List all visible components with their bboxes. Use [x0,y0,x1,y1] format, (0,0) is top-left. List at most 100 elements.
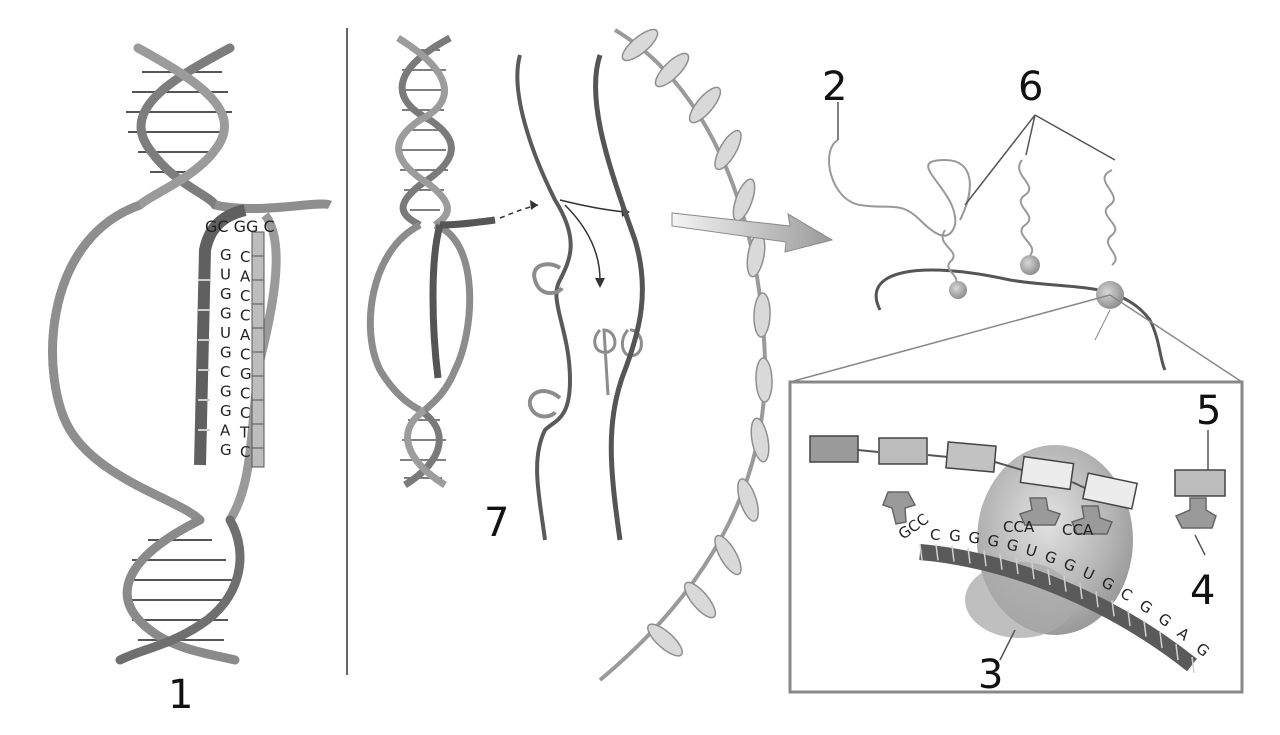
mrna-tick-10 [1079,583,1083,600]
dna-coding-strand-top [214,199,332,214]
rna-base-7: G [220,383,232,401]
label-1: 1 [168,672,193,718]
mrna-base-6: G [1042,547,1059,568]
arc-segment-12 [647,623,683,657]
mrna-tick-12 [1111,600,1115,617]
arc-segment-2 [688,86,722,124]
mrna-tick-7 [1031,563,1035,580]
dna-base-5: C [240,346,250,364]
dna-base-1: A [240,268,251,286]
rna-base-2: G [220,285,232,303]
dna-template-segments [251,231,265,468]
splice-arrow-1 [559,199,626,213]
mrna-tick-4 [983,550,987,567]
pre-mrna [515,54,573,541]
arc-segment-6 [753,292,771,338]
rna-base-3: G [220,305,232,323]
dna-base-2: C [240,287,250,305]
anticodon-p-site: CCA [1003,518,1035,536]
dna-top-bases: GC GG C [205,217,275,236]
amino-acid-1 [809,435,859,463]
intron-loop-1 [532,262,564,295]
mrna-base-5: U [1024,541,1040,561]
mrna-tick-15 [1159,631,1163,649]
anticodon-a-site: CCA [1062,521,1094,539]
arc-segment-1 [654,52,690,88]
mrna-tick-5 [999,553,1003,570]
segmented-arc [598,28,773,682]
mrna-base-1: G [949,527,962,546]
mrna-strand-detail [919,543,1197,674]
peptide-chain [809,435,1226,510]
arc-segment-9 [737,478,759,522]
rna-base-9: A [220,422,231,440]
arc-segment-11 [683,581,717,619]
dna-helix-small [366,34,496,488]
mrna-base-2: G [967,528,981,547]
mrna-tick-6 [1015,557,1019,575]
trna-free [1174,497,1217,529]
free-amino-acid [1174,469,1226,497]
ribosome-1 [949,281,967,299]
amino-acid-5 [1081,472,1139,510]
trna-p-site [1018,497,1062,526]
mrna-tick-0 [919,543,923,561]
splice-arrow-2 [564,204,601,281]
amino-acid-3 [945,441,997,473]
rna-base-0: G [220,246,232,264]
arc-segment-10 [714,534,742,576]
trna-a-site [1070,505,1114,535]
mrna-base-4: G [1005,535,1020,555]
dna-template-strand [48,200,204,524]
ribosome-2 [1020,255,1040,275]
arc-segment-0 [621,28,659,62]
label-3: 3 [978,652,1003,698]
intron-loop-2 [527,389,562,419]
dna-helix-bottom [115,515,245,665]
dna-base-3: C [240,307,250,325]
mrna-tick-8 [1047,568,1051,586]
mrna-tick-9 [1063,575,1067,592]
rna-base-10: G [220,441,232,459]
arrowhead [530,200,538,210]
rna-base-8: G [220,402,232,420]
dna-base-6: G [240,365,252,383]
trna-exiting [882,491,917,525]
label-5: 5 [1196,388,1221,434]
process-arrow [671,212,834,253]
rna-base-1: U [220,266,231,284]
label-6: 6 [1018,64,1043,110]
rna-base-4: U [220,324,231,342]
mrna-base-0: C [930,526,940,544]
amino-acid-2 [878,437,928,465]
mrna-tick-1 [935,544,939,561]
dna-base-7: C [240,385,250,403]
mrna-tick-2 [951,545,955,562]
panel-translation-overview: 2 6 [789,64,1243,383]
rna-base-5: G [220,344,232,362]
dna-helix-top [126,43,235,210]
mrna-tick-13 [1127,609,1131,627]
polypeptide-chain [828,139,971,237]
label-7: 7 [484,500,509,546]
dna-base-0: C [240,248,250,266]
mrna-tick-16 [1175,644,1179,661]
label-2: 2 [822,64,847,110]
mrna-strand-overview [874,268,1167,371]
mature-mrna [592,54,645,541]
mrna-tick-17 [1191,656,1195,674]
label-4: 4 [1190,568,1215,614]
dna-base-4: A [240,326,251,344]
panel-rna-processing: 7 [366,34,645,546]
arc-segment-7 [755,357,773,403]
mrna-tick-3 [967,547,971,564]
arc-segment-8 [750,417,770,463]
mrna-tick-11 [1095,591,1099,608]
dna-base-10: C [240,443,250,461]
dna-base-9: T [239,424,250,442]
